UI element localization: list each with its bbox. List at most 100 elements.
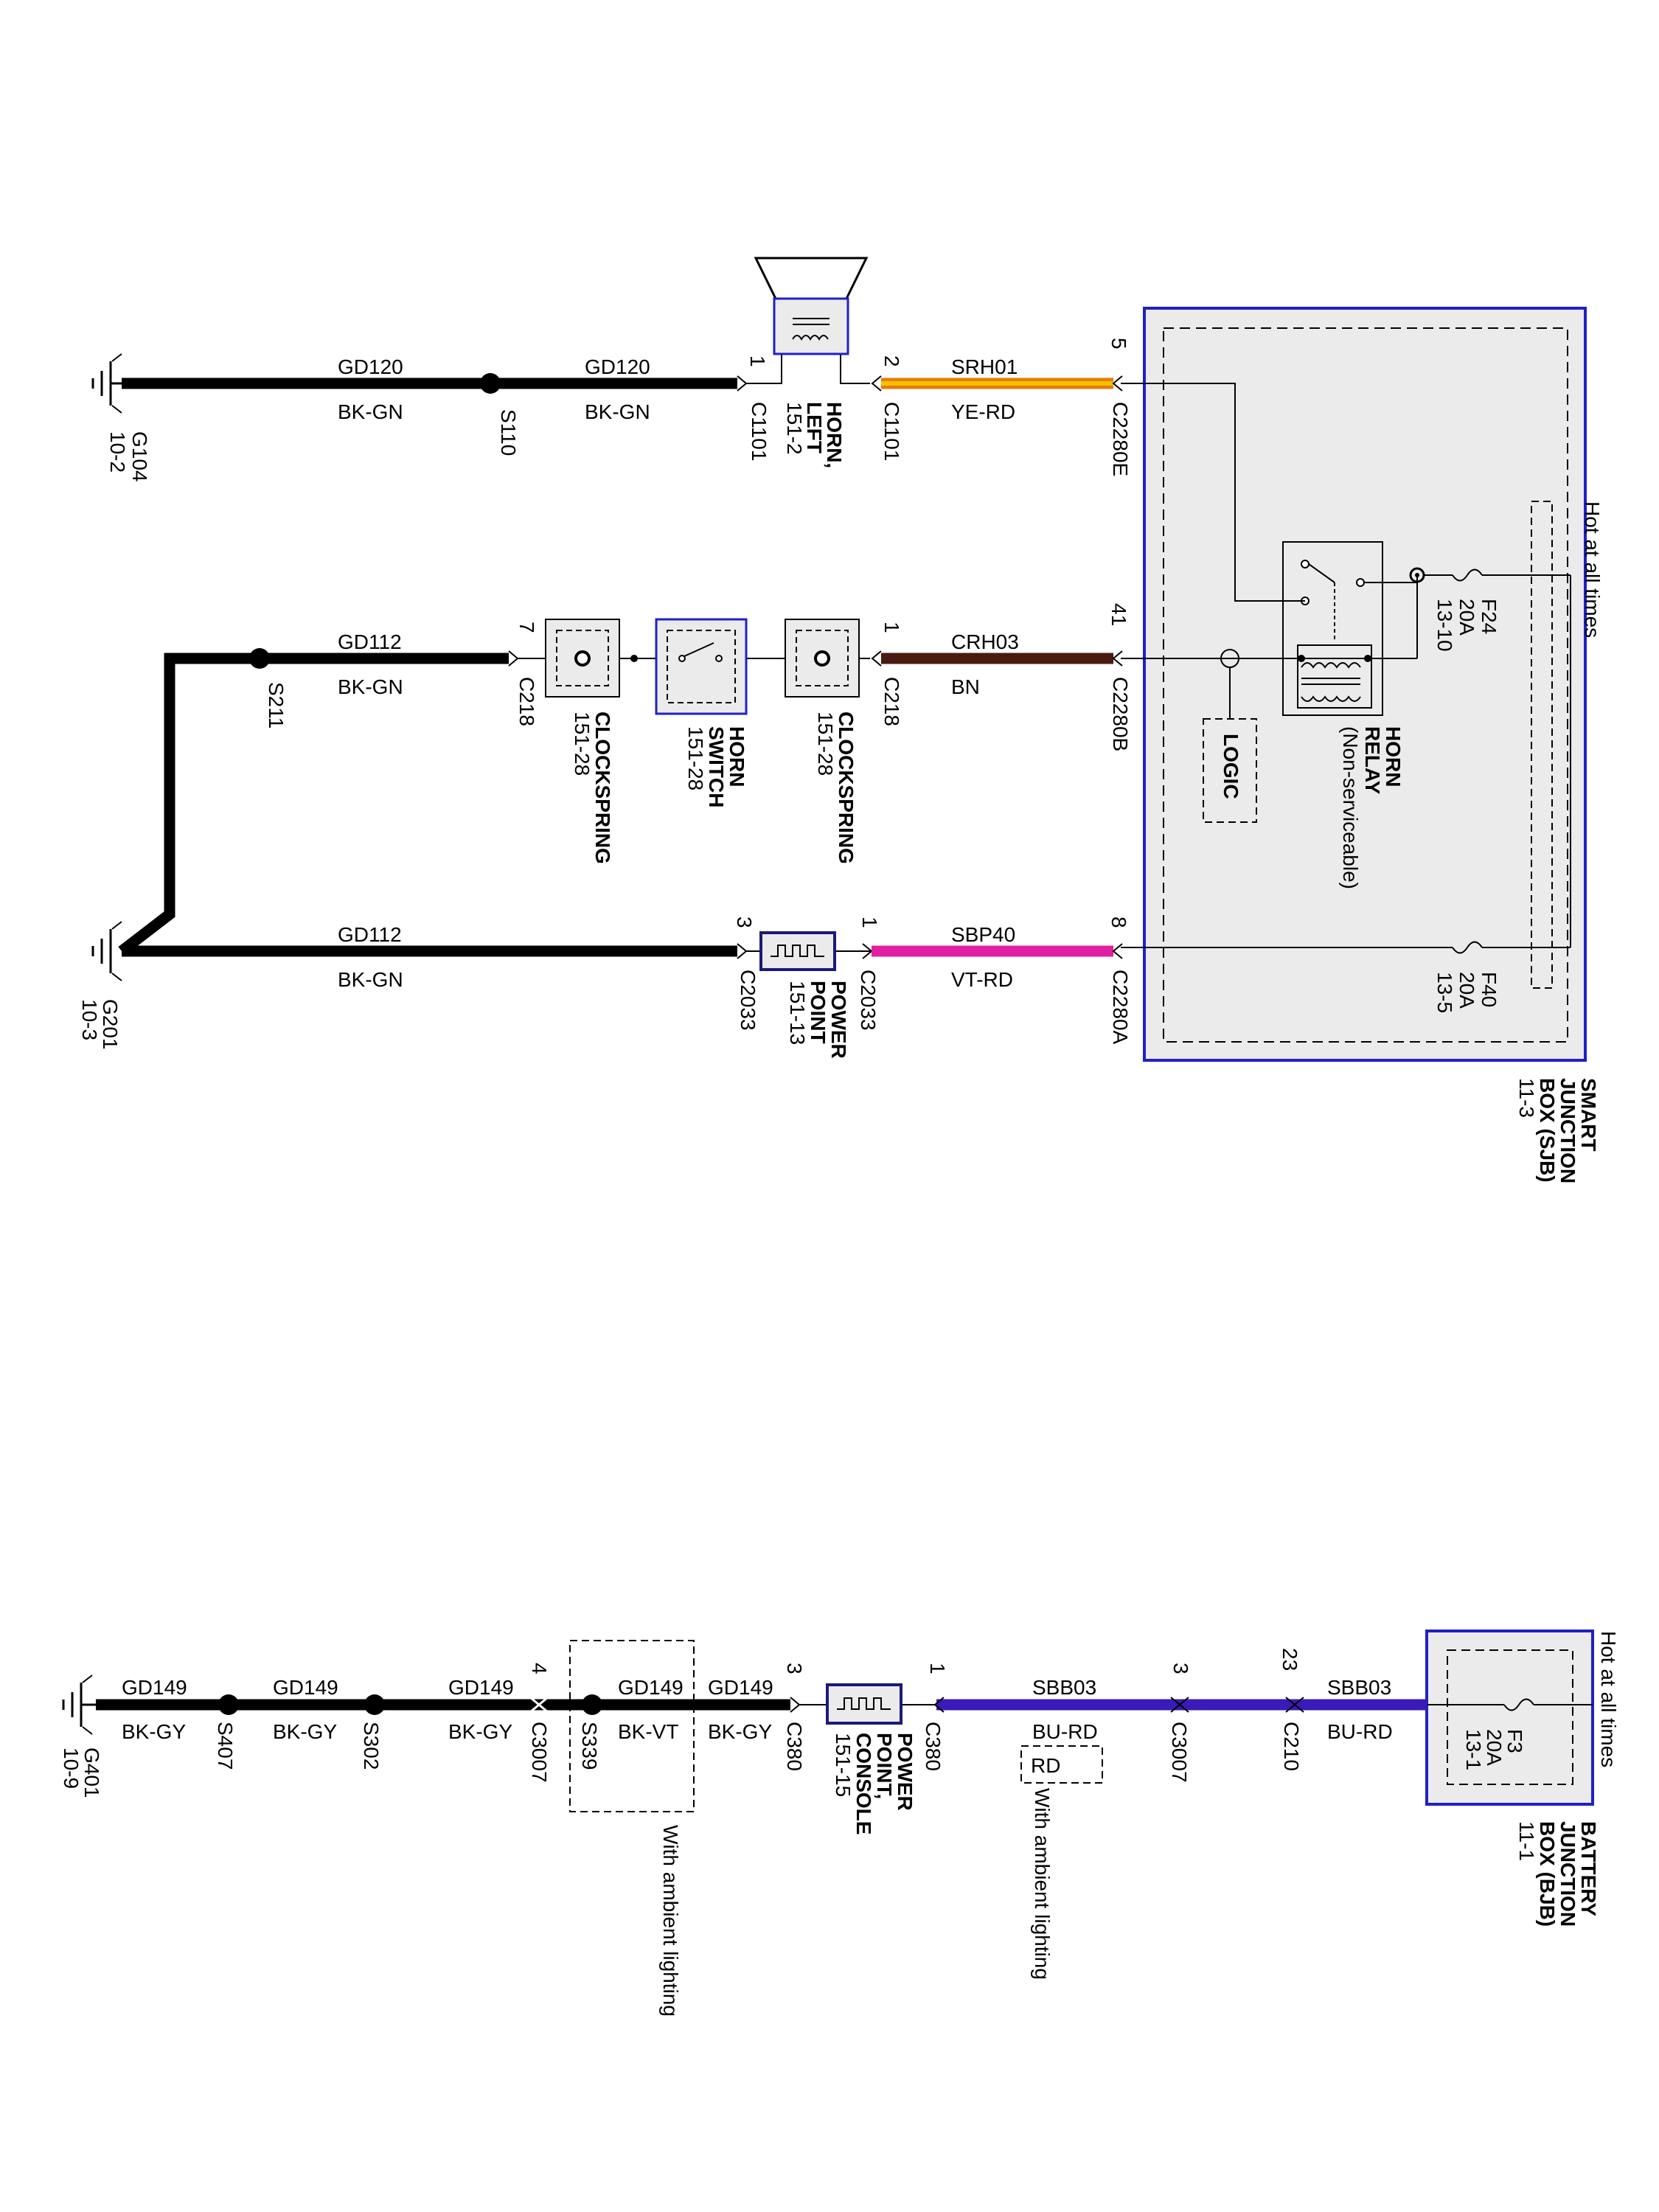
clockspring-left: CLOCKSPRING 151-28 <box>545 619 620 864</box>
gd112-label-a: GD112 <box>338 630 402 653</box>
f40-label: F40 <box>1478 972 1500 1007</box>
bk-gn-label-d: BK-GN <box>338 968 403 991</box>
pin-7: 7 <box>515 622 538 633</box>
c218-left: C218 <box>515 677 538 726</box>
fuse-f40: F40 20A 13-5 <box>1121 941 1571 1013</box>
ppc-label-1: POWER <box>894 1733 917 1811</box>
c218-right: C218 <box>880 677 903 726</box>
bjb-label-3: BOX (BJB) <box>1536 1821 1559 1927</box>
sjb-label-2: JUNCTION <box>1557 1078 1579 1183</box>
f40-ref: 13-5 <box>1433 972 1456 1013</box>
sjb-label-1: SMART <box>1577 1078 1600 1152</box>
horn-left-label-1: HORN, <box>823 402 846 468</box>
pin-23: 23 <box>1279 1648 1301 1671</box>
horn-switch-ref: 151-28 <box>684 726 707 790</box>
horn-relay-label-2: RELAY <box>1361 726 1384 795</box>
clockspring-right-label: CLOCKSPRING <box>835 712 858 864</box>
ppc-label-3: CONSOLE <box>852 1733 875 1834</box>
c1101-right: C1101 <box>880 402 903 461</box>
f3-rating: 20A <box>1483 1729 1506 1766</box>
bk-gy-label-a: BK-GY <box>122 1720 186 1743</box>
c2280b-label: C2280B <box>1109 677 1132 751</box>
bk-vt-label: BK-VT <box>618 1720 678 1743</box>
f24-ref: 13-10 <box>1433 599 1456 652</box>
bk-gy-label-b: BK-GY <box>273 1720 337 1743</box>
c2033-right: C2033 <box>857 970 880 1031</box>
pin-3-c380: 3 <box>783 1663 806 1674</box>
hot-note-bottom: Hot at all times <box>1597 1631 1620 1767</box>
bjb-label-4: 11-1 <box>1515 1821 1538 1861</box>
sjb-label-4: 11-3 <box>1515 1078 1538 1118</box>
s407-label: S407 <box>214 1722 237 1770</box>
gd149-label-a: GD149 <box>122 1676 187 1699</box>
vt-rd-label: VT-RD <box>951 968 1013 991</box>
gd149-label-d: GD149 <box>618 1676 684 1699</box>
hot-note-top: Hot at all times <box>1581 501 1604 638</box>
c2280a-label: C2280A <box>1109 970 1132 1045</box>
pin-3-c2033: 3 <box>733 917 756 928</box>
horn-left-label-2: LEFT <box>803 402 826 453</box>
gd112-label-b: GD112 <box>338 923 402 946</box>
logic-block: LOGIC <box>1121 649 1417 823</box>
sbp40-label: SBP40 <box>951 923 1015 946</box>
ye-rd-label: YE-RD <box>951 400 1015 423</box>
bu-rd-label-a: BU-RD <box>1032 1720 1098 1743</box>
sbb03-label-a: SBB03 <box>1032 1676 1096 1699</box>
ground-g201: G201 10-3 <box>78 921 122 1050</box>
splice-s407 <box>218 1694 239 1715</box>
bjb-label-2: JUNCTION <box>1557 1821 1579 1927</box>
power-point-ref: 151-13 <box>786 981 809 1045</box>
g401-ref: 10-9 <box>60 1747 83 1789</box>
horn-relay-label: HORN <box>1382 726 1405 787</box>
bk-gy-label-d: BK-GY <box>708 1720 772 1743</box>
s302-label: S302 <box>360 1722 383 1770</box>
pin-2-horn: 2 <box>880 355 903 367</box>
horn-switch-label-1: HORN <box>726 726 748 787</box>
pin-4: 4 <box>528 1663 551 1674</box>
bjb-label-1: BATTERY <box>1577 1821 1600 1916</box>
bk-gn-label-b: BK-GN <box>585 400 650 423</box>
horn-switch: HORN SWITCH 151-28 <box>655 618 748 807</box>
splice-s339 <box>582 1694 602 1715</box>
s211-label: S211 <box>265 682 288 728</box>
pin-1-c218: 1 <box>880 622 903 633</box>
g201-ref: 10-3 <box>78 999 101 1040</box>
pin-1-c380: 1 <box>926 1663 949 1674</box>
f3-ref: 13-1 <box>1462 1729 1485 1770</box>
power-point-console: POWER POINT, CONSOLE 151-15 <box>826 1683 917 1834</box>
clockspring-left-label: CLOCKSPRING <box>591 712 614 864</box>
c2033-left: C2033 <box>737 970 759 1031</box>
sjb-label-3: BOX (SJB) <box>1536 1078 1559 1183</box>
clockspring-right: CLOCKSPRING 151-28 <box>785 619 860 864</box>
pin-3-c3007: 3 <box>1169 1663 1192 1674</box>
pin-8: 8 <box>1107 917 1130 928</box>
crh03-label: CRH03 <box>951 630 1019 653</box>
horn-relay: HORN RELAY (Non-serviceable) <box>1282 541 1418 889</box>
bk-gn-label-c: BK-GN <box>338 675 403 698</box>
ppc-label-2: POINT, <box>873 1733 896 1799</box>
bk-gn-label-a: BK-GN <box>338 400 403 423</box>
pin-41: 41 <box>1107 603 1130 626</box>
fuse-f24: F24 20A 13-10 <box>1409 567 1571 652</box>
bn-label: BN <box>951 675 980 698</box>
pin-1-horn: 1 <box>746 355 769 367</box>
s110-label: S110 <box>497 409 520 456</box>
bu-rd-label-b: BU-RD <box>1327 1720 1393 1743</box>
c3007-left: C3007 <box>528 1722 551 1783</box>
g104-ref: 10-2 <box>106 431 129 473</box>
rd-label: RD <box>1031 1754 1060 1777</box>
horn-switch-label-2: SWITCH <box>705 726 728 807</box>
power-point-label-2: POINT <box>807 981 830 1044</box>
g201-label: G201 <box>99 999 122 1050</box>
splice-s110 <box>480 373 501 394</box>
clockspring-left-ref: 151-28 <box>571 712 594 776</box>
horn-left-ref: 151-2 <box>783 402 806 455</box>
splice-s302 <box>364 1694 385 1715</box>
g104-label: G104 <box>128 431 151 482</box>
c380-left: C380 <box>783 1722 806 1771</box>
sbb03-label-b: SBB03 <box>1327 1676 1391 1699</box>
power-point-label-1: POWER <box>827 981 850 1059</box>
c1101-left: C1101 <box>748 402 771 461</box>
gd149-label-e: GD149 <box>708 1676 773 1699</box>
